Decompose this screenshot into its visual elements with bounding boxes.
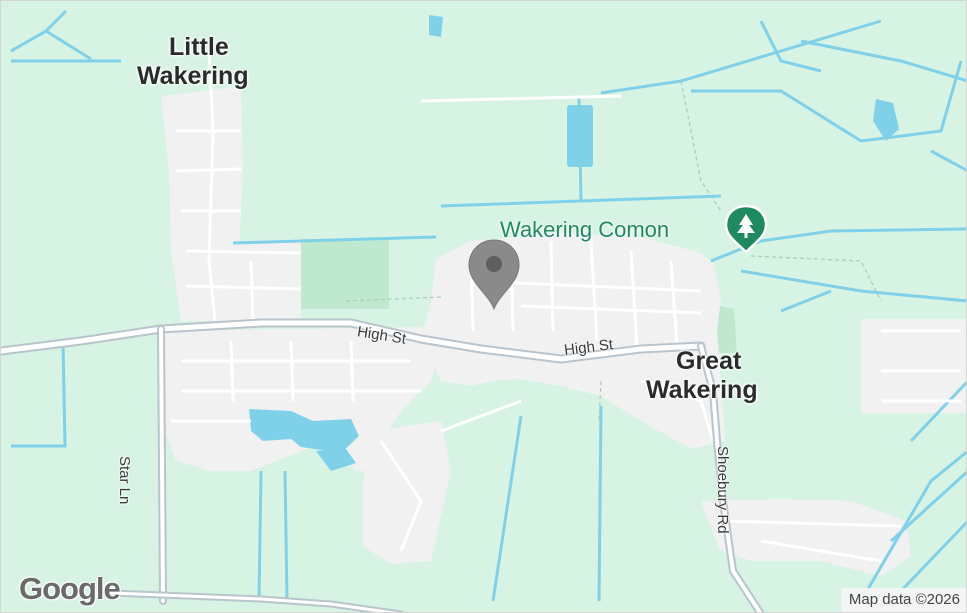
map-pin-icon[interactable] <box>466 237 522 313</box>
poi-label-wakering-comon[interactable]: Wakering Comon <box>500 217 670 242</box>
place-label-great-wakering: Great Wakering <box>646 347 758 405</box>
map-attribution[interactable]: Map data ©2026 <box>840 588 966 612</box>
road-label-shoebury-rd: Shoebury Rd <box>714 446 731 534</box>
place-label-line: Great <box>676 347 742 375</box>
place-label-little-wakering: Little Wakering <box>137 33 249 91</box>
road-label-star-ln: Star Ln <box>116 456 133 505</box>
place-label-line: Little <box>169 33 229 61</box>
google-logo[interactable]: Google <box>19 571 121 606</box>
tree-icon[interactable] <box>723 203 769 255</box>
place-label-line: Wakering <box>646 376 758 404</box>
place-label-line: Wakering <box>137 62 249 90</box>
